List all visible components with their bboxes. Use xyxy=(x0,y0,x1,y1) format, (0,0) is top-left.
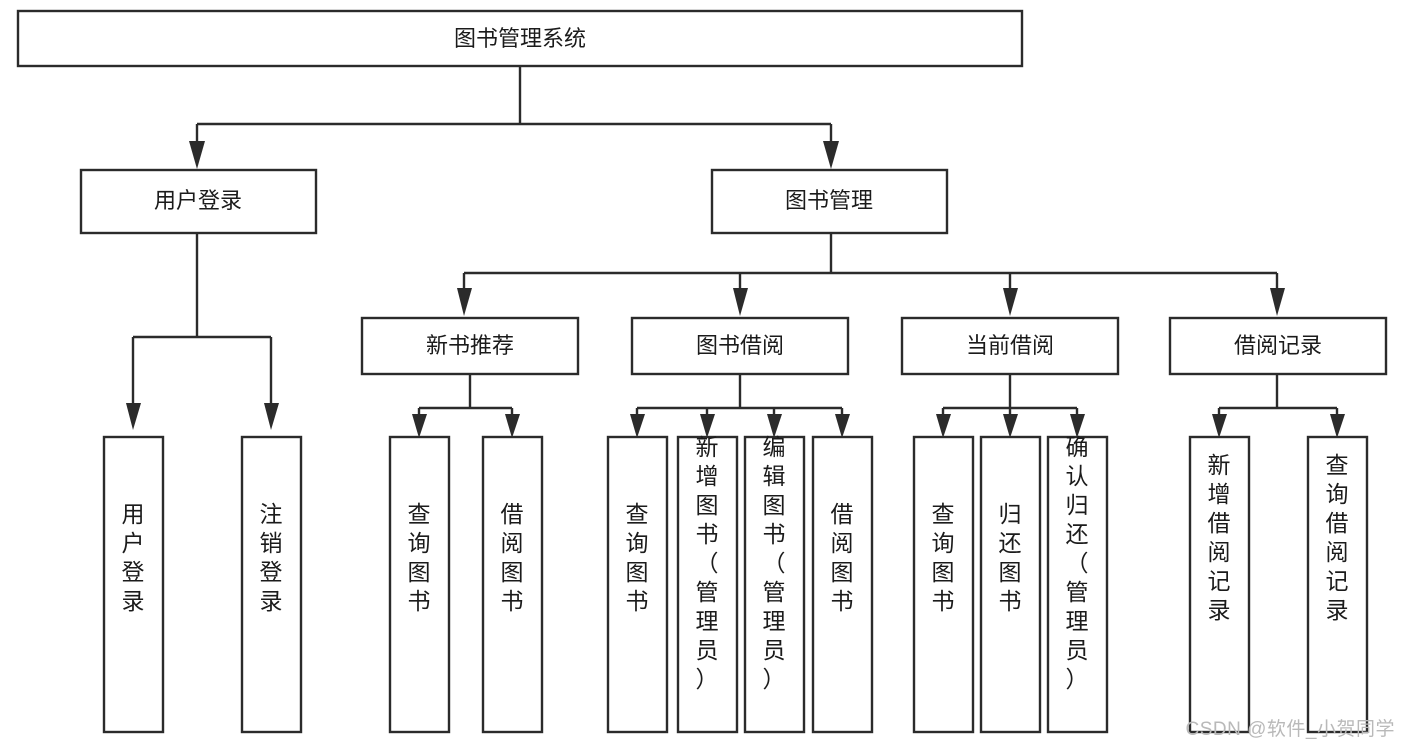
arrow-head-current-borrow xyxy=(1003,288,1018,316)
arrow-head-book-borrow xyxy=(733,288,748,316)
leaf-new-book-2-label: 借阅图书 xyxy=(501,501,524,614)
csdn-watermark: CSDN @软件_小贺同学 xyxy=(1185,719,1395,740)
leaf-borrow-record-2-label: 查询借阅记录 xyxy=(1326,452,1349,623)
leaf-borrow-record-2-box xyxy=(1306,435,1369,734)
node-user-login-label: 用户登录 xyxy=(154,188,242,213)
leaf-node-book-borrow-4[interactable]: 借阅图书 xyxy=(811,435,874,734)
connector-group-book-mgmt xyxy=(457,233,1285,316)
leaf-book-borrow-1-label: 查询图书 xyxy=(626,501,649,614)
leaf-user-login-2-box xyxy=(240,435,303,734)
node-new-book-recommend[interactable]: 新书推荐 xyxy=(360,316,580,376)
node-current-borrow[interactable]: 当前借阅 xyxy=(900,316,1120,376)
arrow-head-user-login-leaf1 xyxy=(126,403,141,430)
node-new-book-recommend-label: 新书推荐 xyxy=(426,333,514,358)
leaf-book-borrow-1-box xyxy=(606,435,669,734)
node-borrow-record-label: 借阅记录 xyxy=(1234,333,1322,358)
leaf-node-current-borrow-1[interactable]: 查询图书 xyxy=(912,435,975,734)
leaf-book-borrow-3-label: 编辑图书（管理员） xyxy=(763,434,786,692)
arrow-head-current-borrow-leaf3 xyxy=(1070,414,1085,438)
leaf-node-borrow-record-1[interactable]: 新增借阅记录 xyxy=(1188,435,1251,734)
leaf-node-new-book-2[interactable]: 借阅图书 xyxy=(481,435,544,734)
arrow-head-book-borrow-leaf2 xyxy=(700,414,715,438)
arrow-head-new-book-leaf2 xyxy=(505,414,520,438)
leaf-book-borrow-3-box xyxy=(743,435,806,734)
node-borrow-record[interactable]: 借阅记录 xyxy=(1168,316,1388,376)
node-root-book-management-system[interactable]: 图书管理系统 xyxy=(16,9,1024,68)
leaf-current-borrow-1-box xyxy=(912,435,975,734)
node-current-borrow-label: 当前借阅 xyxy=(966,333,1054,358)
connector-group-borrow-record xyxy=(1212,375,1345,438)
arrow-head-borrow-record xyxy=(1270,288,1285,316)
arrow-head-book-mgmt xyxy=(823,141,839,169)
arrow-head-current-borrow-leaf2 xyxy=(1003,414,1018,438)
leaf-current-borrow-1-label: 查询图书 xyxy=(932,501,955,614)
node-book-borrow-box xyxy=(630,316,850,376)
leaf-current-borrow-3-label: 确认归还（管理员） xyxy=(1066,434,1089,692)
connector-group-book-borrow xyxy=(630,375,850,438)
leaf-borrow-record-1-box xyxy=(1188,435,1251,734)
node-book-management-box xyxy=(710,168,949,235)
arrow-head-user-login-leaf2 xyxy=(264,403,279,430)
arrow-head-new-book-leaf1 xyxy=(412,414,427,438)
node-root-label: 图书管理系统 xyxy=(454,26,586,51)
leaf-new-book-1-label: 查询图书 xyxy=(408,501,431,614)
leaf-borrow-record-1-label: 新增借阅记录 xyxy=(1208,452,1231,623)
leaf-node-borrow-record-2[interactable]: 查询借阅记录 xyxy=(1306,435,1369,734)
leaf-user-login-1-box xyxy=(102,435,165,734)
leaf-node-user-login-2[interactable]: 注销登录 xyxy=(240,435,303,734)
leaf-book-borrow-2-label: 新增图书（管理员） xyxy=(696,434,719,692)
node-current-borrow-box xyxy=(900,316,1120,376)
arrow-head-book-borrow-leaf4 xyxy=(835,414,850,438)
node-user-login-box xyxy=(79,168,318,235)
leaf-new-book-1-box xyxy=(388,435,451,734)
node-new-book-recommend-box xyxy=(360,316,580,376)
connector-group-user-login xyxy=(126,233,279,430)
leaf-user-login-2-label: 注销登录 xyxy=(260,501,283,614)
arrow-head-borrow-record-leaf2 xyxy=(1330,414,1345,438)
arrow-head-new-book xyxy=(457,288,472,316)
leaf-current-borrow-2-box xyxy=(979,435,1042,734)
node-borrow-record-box xyxy=(1168,316,1388,376)
leaf-current-borrow-2-label: 归还图书 xyxy=(999,501,1022,614)
leaf-book-borrow-2-box xyxy=(676,435,739,734)
arrow-head-book-borrow-leaf3 xyxy=(767,414,782,438)
arrow-head-borrow-record-leaf1 xyxy=(1212,414,1227,438)
leaf-node-current-borrow-2[interactable]: 归还图书 xyxy=(979,435,1042,734)
connector-group-new-book xyxy=(412,375,520,438)
leaf-current-borrow-3-box xyxy=(1046,435,1109,734)
leaf-node-book-borrow-2[interactable]: 新增图书（管理员） xyxy=(676,434,739,734)
leaf-new-book-2-box xyxy=(481,435,544,734)
connector-group-current-borrow xyxy=(936,375,1085,438)
node-book-borrow-label: 图书借阅 xyxy=(696,333,784,358)
node-book-management[interactable]: 图书管理 xyxy=(710,168,949,235)
leaf-user-login-1-label: 用户登录 xyxy=(122,501,145,614)
leaf-book-borrow-4-label: 借阅图书 xyxy=(831,501,854,614)
leaf-node-new-book-1[interactable]: 查询图书 xyxy=(388,435,451,734)
leaf-node-book-borrow-1[interactable]: 查询图书 xyxy=(606,435,669,734)
arrow-head-current-borrow-leaf1 xyxy=(936,414,951,438)
arrow-head-user-login xyxy=(189,141,205,169)
node-root-box xyxy=(16,9,1024,68)
leaf-node-user-login-1[interactable]: 用户登录 xyxy=(102,435,165,734)
node-user-login[interactable]: 用户登录 xyxy=(79,168,318,235)
leaf-node-current-borrow-3[interactable]: 确认归还（管理员） xyxy=(1046,434,1109,734)
arrow-head-book-borrow-leaf1 xyxy=(630,414,645,438)
node-book-management-label: 图书管理 xyxy=(785,188,873,213)
leaf-node-book-borrow-3[interactable]: 编辑图书（管理员） xyxy=(743,434,806,734)
node-book-borrow[interactable]: 图书借阅 xyxy=(630,316,850,376)
connector-group-root xyxy=(189,66,839,169)
leaf-book-borrow-4-box xyxy=(811,435,874,734)
